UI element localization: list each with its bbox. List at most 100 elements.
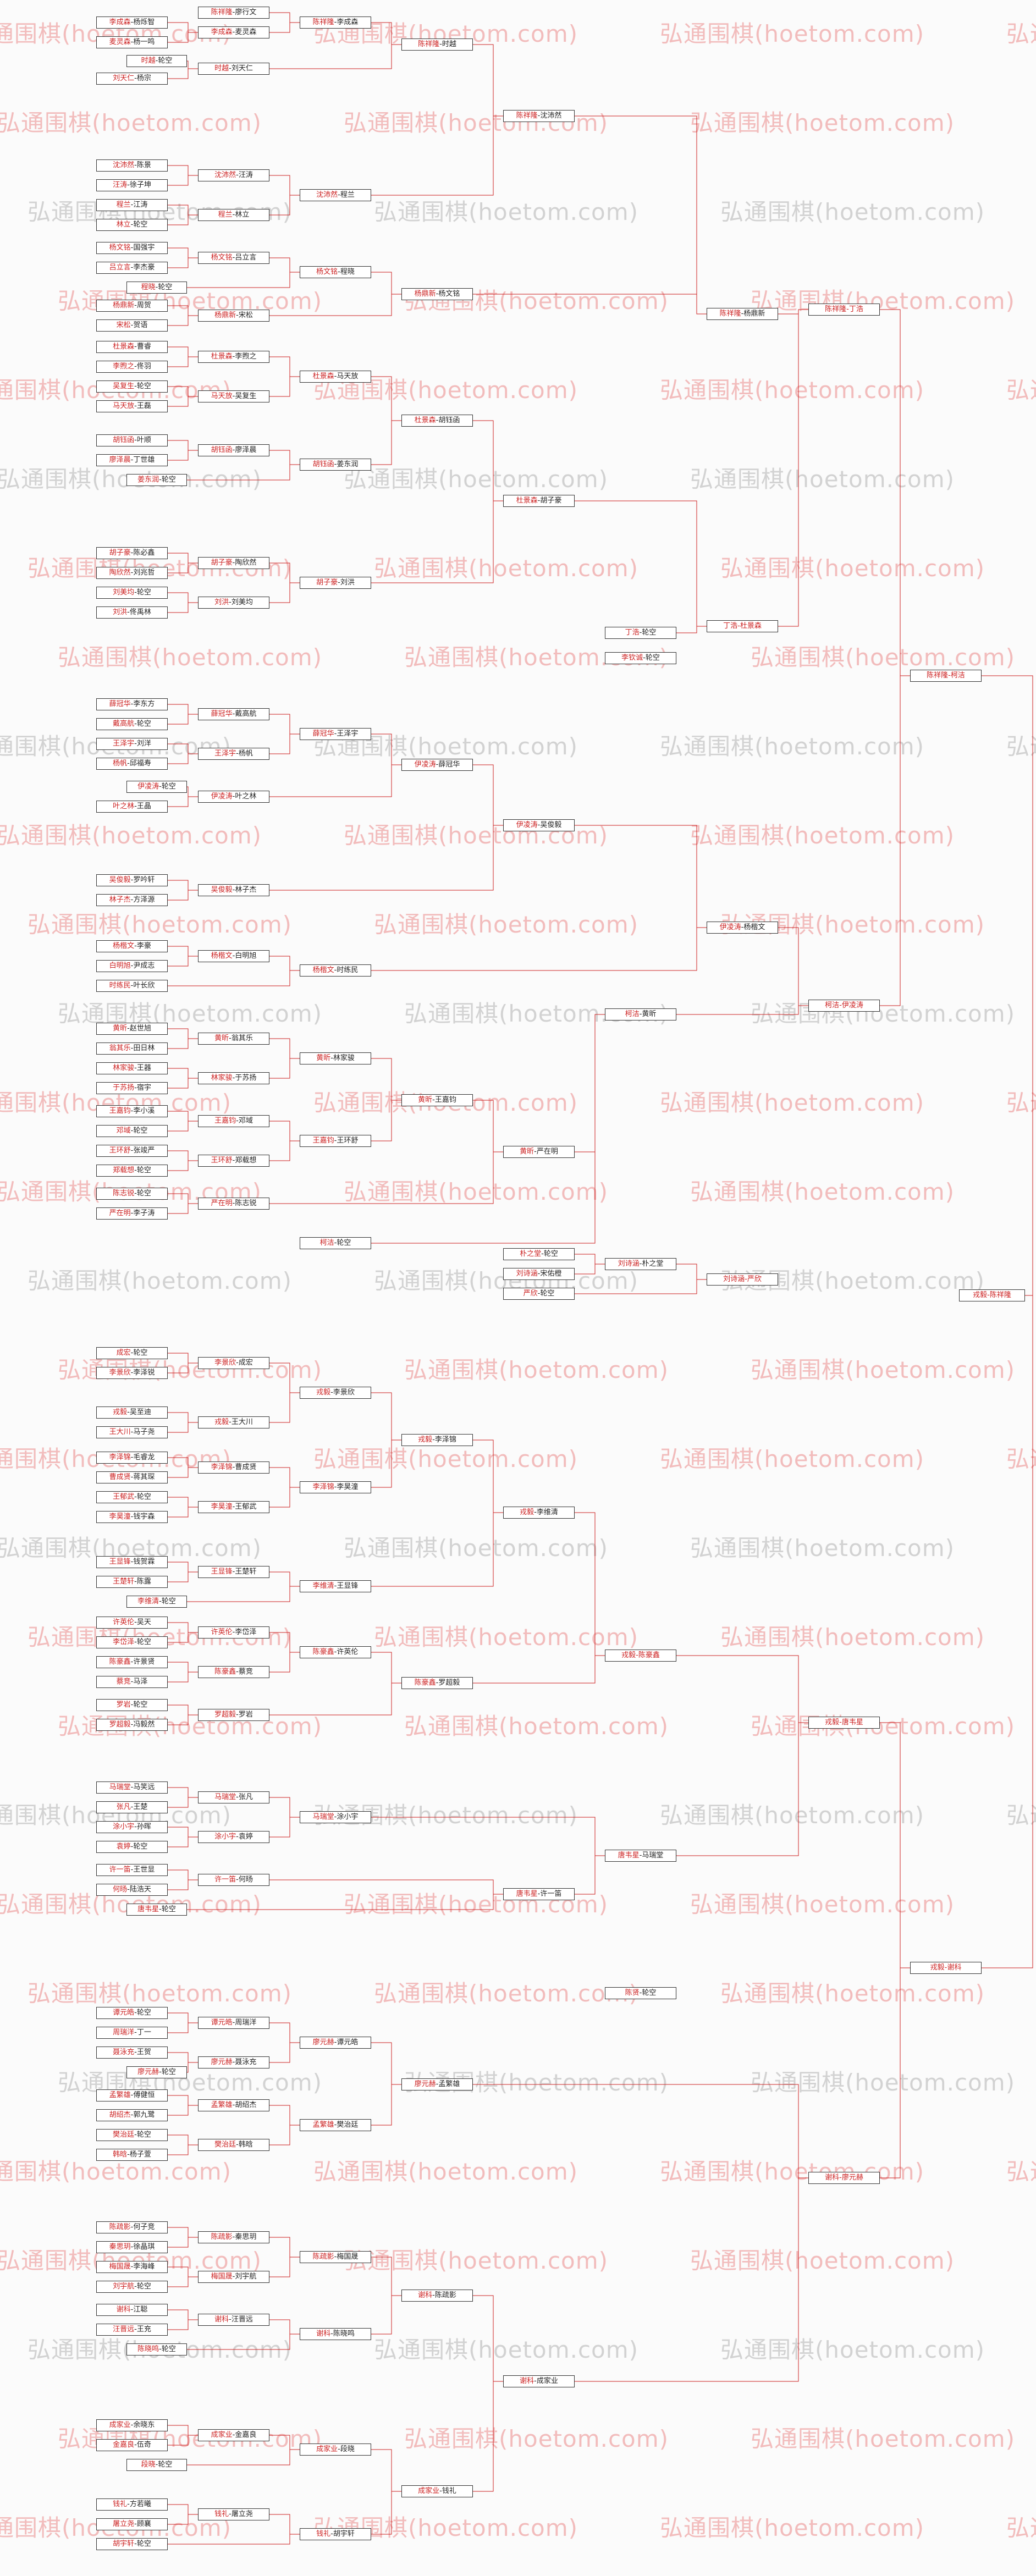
opponent-name: 聂泳充 — [235, 2058, 257, 2066]
vs-hyphen: - — [130, 2111, 134, 2119]
vs-hyphen: - — [130, 220, 134, 229]
match-box: 林家骏-于苏扬 — [198, 1072, 269, 1084]
match-box: 成宏-轮空 — [96, 1347, 168, 1359]
watermark-text: 弘通围棋(hoetom.com) — [690, 1178, 955, 1205]
watermark-text: 弘通围棋(hoetom.com) — [58, 1000, 323, 1027]
watermark-text: 弘通围棋(hoetom.com) — [374, 1980, 639, 2007]
vs-hyphen: - — [741, 923, 744, 931]
winner-name: 胡子豪 — [109, 549, 131, 557]
winner-name: 马瑞堂 — [214, 1793, 236, 1801]
match-box: 戎毅-陈祥隆 — [959, 1289, 1025, 1301]
match-box: 钱礼-胡宇轩 — [300, 2528, 371, 2540]
watermark-text: 弘通围棋(hoetom.com) — [1006, 2158, 1036, 2185]
opponent-name: 王晶 — [136, 802, 151, 810]
vs-hyphen: - — [439, 40, 442, 48]
match-box: 陈祥隆-廖行文 — [198, 7, 269, 19]
winner-name: 程兰 — [218, 211, 233, 219]
winner-name: 涂小宇 — [214, 1833, 236, 1841]
opponent-name: 杨烁智 — [133, 18, 155, 26]
vs-hyphen: - — [334, 1483, 337, 1491]
vs-hyphen: - — [636, 1651, 638, 1659]
winner-name: 金嘉良 — [113, 2441, 135, 2449]
match-box: 李成森-杨烁智 — [96, 16, 168, 29]
winner-name: 杨鼎新 — [113, 301, 135, 310]
match-box: 严在明-李子涛 — [96, 1207, 168, 1220]
watermark-text: 弘通围棋(hoetom.com) — [27, 1980, 293, 2007]
watermark-text: 弘通围棋(hoetom.com) — [313, 2158, 578, 2185]
opponent-name: 胡宇轩 — [333, 2530, 355, 2538]
vs-hyphen: - — [236, 749, 239, 758]
opponent-name: 刘洪 — [340, 578, 355, 587]
vs-hyphen: - — [134, 1638, 137, 1646]
opponent-name: 叶顺 — [136, 436, 151, 444]
bracket-connector — [371, 1100, 401, 1141]
match-box: 成家业-段晓 — [300, 2443, 371, 2456]
opponent-name: 轮空 — [136, 720, 151, 728]
bracket-connector — [269, 1487, 300, 1508]
winner-name: 唐韦星 — [516, 1890, 538, 1898]
bracket-connector — [187, 2062, 198, 2073]
match-box: 于苏扬-宿宇 — [96, 1082, 168, 1094]
opponent-name: 罗超毅 — [438, 1679, 460, 1687]
match-box: 严欣-轮空 — [503, 1288, 575, 1300]
winner-name: 林家骏 — [211, 1074, 233, 1082]
bracket-connector — [168, 2144, 198, 2155]
opponent-name: 马笑远 — [133, 1783, 155, 1791]
opponent-name: 王环舒 — [337, 1137, 359, 1145]
match-box: 程兰-林立 — [198, 209, 269, 221]
opponent-name: 程晓 — [340, 268, 355, 276]
vs-hyphen: - — [232, 1463, 235, 1471]
vs-hyphen: - — [232, 211, 235, 219]
winner-name: 陈疏影 — [312, 2253, 334, 2261]
match-box: 王环舒-郑载想 — [198, 1155, 269, 1167]
vs-hyphen: - — [130, 2091, 134, 2099]
winner-name: 孟繁雄 — [312, 2121, 334, 2129]
winner-name: 黄昕 — [214, 1034, 229, 1042]
bracket-connector — [269, 294, 401, 316]
opponent-name: 陆浩天 — [129, 1885, 151, 1894]
winner-name: 汪晋远 — [113, 2325, 135, 2334]
vs-hyphen: - — [229, 64, 232, 73]
vs-hyphen: - — [236, 1359, 239, 1367]
opponent-name: 程兰 — [340, 191, 355, 199]
bracket-connector — [168, 562, 198, 573]
winner-name: 何旸 — [113, 1885, 128, 1894]
match-box: 成家业-钱礼 — [401, 2485, 473, 2497]
opponent-name: 刘宇航 — [235, 2272, 257, 2281]
vs-hyphen: - — [130, 263, 134, 272]
watermark-text: 弘通围棋(hoetom.com) — [751, 2425, 1016, 2452]
winner-name: 罗超毅 — [109, 1720, 131, 1729]
bracket-connector — [676, 1722, 808, 1856]
vs-hyphen: - — [130, 321, 134, 329]
match-box: 邓域-轮空 — [96, 1125, 168, 1137]
opponent-name: 尹成志 — [133, 962, 155, 970]
vs-hyphen: - — [236, 171, 239, 179]
winner-name: 成宏 — [116, 1349, 131, 1357]
winner-name: 杜景森 — [113, 343, 135, 351]
bracket-connector — [168, 890, 198, 901]
vs-hyphen: - — [232, 28, 235, 36]
opponent-name: 麦灵森 — [235, 28, 257, 36]
watermark-text: 弘通围棋(hoetom.com) — [720, 1624, 985, 1651]
winner-name: 戎毅 — [621, 1651, 636, 1659]
vs-hyphen: - — [159, 476, 162, 484]
opponent-name: 陈晓鸣 — [333, 2330, 355, 2338]
vs-hyphen: - — [334, 1813, 337, 1821]
vs-hyphen: - — [334, 18, 337, 26]
match-box: 杨帆-邱福寿 — [96, 758, 168, 770]
winner-name: 丁浩 — [625, 628, 640, 637]
opponent-name: 汪涛 — [238, 171, 253, 179]
opponent-name: 李岱泽 — [235, 1628, 257, 1636]
winner-name: 涂小宇 — [113, 1823, 135, 1831]
opponent-name: 钱宇森 — [133, 1513, 155, 1521]
winner-name: 朴之堂 — [520, 1250, 542, 1258]
opponent-name: 轮空 — [161, 1597, 176, 1606]
vs-hyphen: - — [236, 311, 239, 319]
vs-hyphen: - — [130, 1558, 134, 1566]
winner-name: 薛冠华 — [312, 730, 334, 738]
opponent-name: 杨楷文 — [743, 923, 765, 931]
watermark-text: 弘通围棋(hoetom.com) — [27, 1267, 293, 1294]
opponent-name: 曹睿 — [136, 343, 151, 351]
match-box: 杜景森-胡钰函 — [401, 415, 473, 427]
